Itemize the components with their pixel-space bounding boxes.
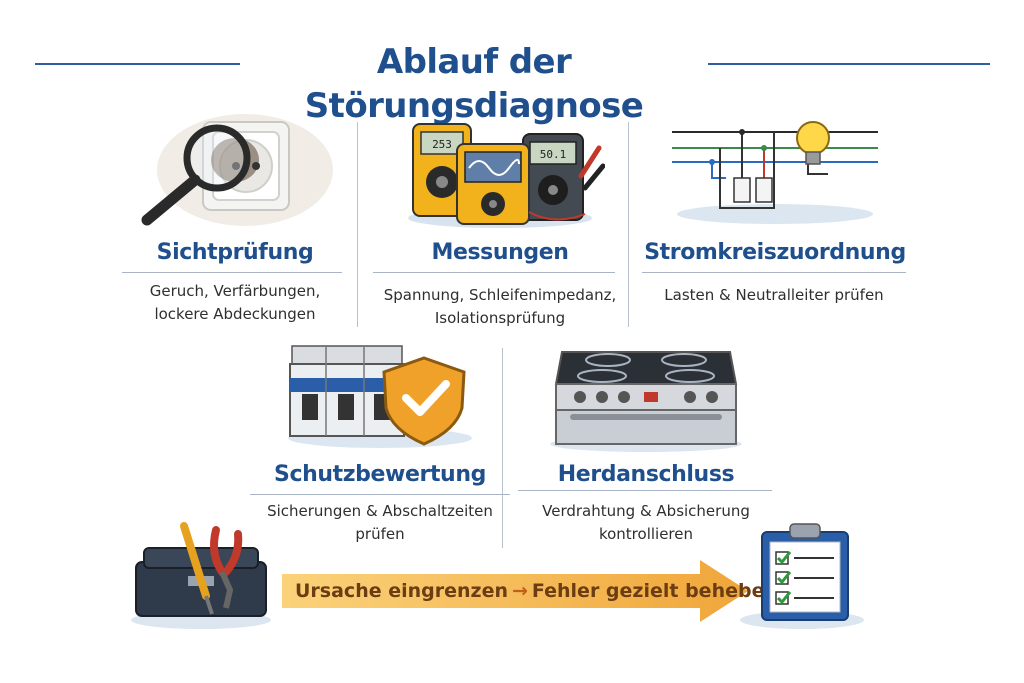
step-sichtpruefung: Sichtprüfung Geruch, Verfärbungen, locke… xyxy=(122,108,342,323)
desc-line: Lasten & Neutralleiter prüfen xyxy=(664,286,884,304)
step-description: Sicherungen & Abschaltzeiten prüfen xyxy=(245,500,515,546)
process-arrow-label: Ursache eingrenzen→Fehler gezielt behebe… xyxy=(295,575,778,607)
title-rule-right xyxy=(708,63,990,65)
step-rule xyxy=(642,272,906,273)
stove-icon xyxy=(550,351,742,452)
desc-line: Geruch, Verfärbungen, xyxy=(149,282,321,300)
step-title: Schutzbewertung xyxy=(274,462,486,487)
step-rule xyxy=(250,494,510,495)
desc-line: Sicherungen & Abschaltzeiten xyxy=(267,502,493,520)
step-description: Verdrahtung & Absicherung kontrollieren xyxy=(516,500,776,546)
desc-line: Verdrahtung & Absicherung xyxy=(542,502,750,520)
checklist-clipboard-icon xyxy=(740,523,864,629)
desc-line: Isolationsprüfung xyxy=(434,309,566,327)
footer-left xyxy=(126,520,276,630)
step-description: Lasten & Neutralleiter prüfen xyxy=(642,284,906,307)
divider-3 xyxy=(502,348,503,548)
desc-line: Spannung, Schleifenimpedanz, xyxy=(383,286,617,304)
step-title: Herdanschluss xyxy=(557,462,735,487)
step-description: Spannung, Schleifenimpedanz, Isolationsp… xyxy=(375,284,625,330)
page-title: Ablauf der Störungsdiagnose xyxy=(304,42,644,126)
step-herdanschluss: Herdanschluss Verdrahtung & Absicherung … xyxy=(518,344,772,543)
desc-line: lockere Abdeckungen xyxy=(154,305,316,323)
svg-text:253: 253 xyxy=(432,138,452,151)
desc-line: kontrollieren xyxy=(598,525,694,543)
step-rule xyxy=(518,490,772,491)
step-stromkreiszuordnung: Stromkreiszuordnung Lasten & Neutralleit… xyxy=(642,118,906,304)
divider-1 xyxy=(357,122,358,327)
desc-line: prüfen xyxy=(355,525,405,543)
divider-2 xyxy=(628,122,629,327)
step-messungen: 253 50.1 Messungen Spannung, Schleifenim… xyxy=(373,118,616,327)
magnifier-socket-icon xyxy=(141,114,333,226)
step-title: Stromkreiszuordnung xyxy=(644,240,906,265)
svg-text:50.1: 50.1 xyxy=(540,148,567,161)
title-area: Ablauf der Störungsdiagnose xyxy=(0,38,1024,126)
step-description: Geruch, Verfärbungen, lockere Abdeckunge… xyxy=(120,280,350,326)
toolbox-icon xyxy=(131,522,271,629)
step-schutzbewertung: Schutzbewertung Sicherungen & Abschaltze… xyxy=(250,338,510,543)
footer-right xyxy=(724,520,864,630)
step-rule xyxy=(373,272,615,273)
step-rule xyxy=(122,272,342,273)
step-title: Sichtprüfung xyxy=(156,240,314,265)
arrow-text-end: Fehler gezielt beheben xyxy=(531,580,778,602)
breaker-shield-icon xyxy=(288,345,472,448)
title-rule-left xyxy=(35,63,240,65)
arrow-text-start: Ursache eingrenzen xyxy=(295,580,508,602)
arrow-right-icon: → xyxy=(512,580,528,602)
multimeter-icon: 253 50.1 xyxy=(408,123,605,228)
step-title: Messungen xyxy=(431,240,569,265)
process-arrow xyxy=(282,560,748,622)
circuit-bulb-icon xyxy=(672,121,878,224)
